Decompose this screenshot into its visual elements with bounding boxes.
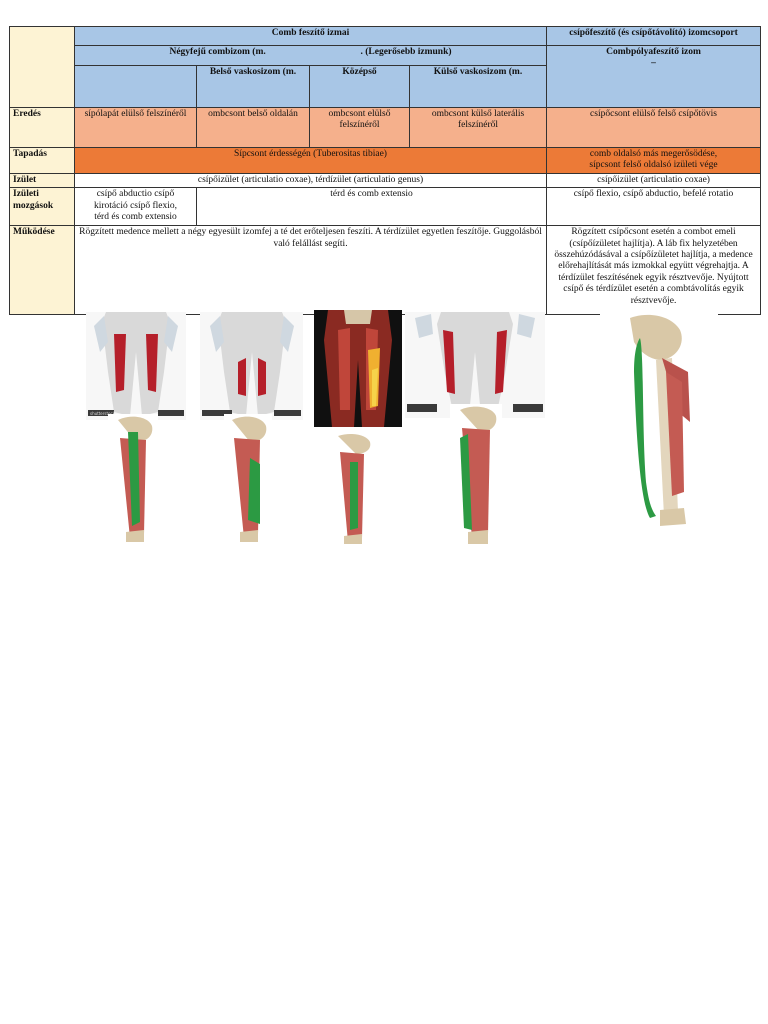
- header-belso-vaskos: Belső vaskosizom (m.: [196, 65, 310, 108]
- function-quadriceps: Rögzített medence mellett a négy egyesül…: [73, 225, 548, 316]
- row-label-tapadas: Tapadás: [9, 147, 75, 174]
- row-label-mozgasok-line2: mozgások: [13, 200, 54, 211]
- rectus-femoris-front-figure: shutterstock: [86, 312, 186, 420]
- watermark-text: shutterstock: [90, 411, 116, 416]
- movement-rectus-line1: csípő abductio csípő: [96, 189, 175, 200]
- origin-medialis: ombcsont belső oldalán: [196, 107, 310, 148]
- vastus-intermedius-thigh-figure: [330, 432, 376, 544]
- row-label-mozgasok-line1: Izületi: [13, 189, 39, 200]
- origin-sartorius: csípőcsont elülső felső csípőtövis: [546, 107, 762, 148]
- vastus-lateralis-front-figure: [405, 312, 545, 418]
- row-label-mozgasok: Izületi mozgások: [9, 187, 75, 227]
- header-combpolya-dash: –: [651, 58, 656, 69]
- header-kulso-vaskos: Külső vaskosizom (m.: [408, 65, 548, 108]
- vastus-medialis-thigh-figure: [224, 414, 272, 542]
- rectus-femoris-thigh-figure: [108, 414, 158, 542]
- vastus-lateralis-thigh-figure: [450, 404, 502, 544]
- joint-sartorius: csípőizület (articulatio coxae): [546, 172, 762, 189]
- row-label-mukodese: Működése: [9, 225, 75, 316]
- origin-rectus: sípólapát elülső felszínéről: [74, 107, 197, 148]
- movement-sartorius: csípő flexio, csípő abductio, befelé rot…: [546, 187, 762, 227]
- insertion-sartorius-line2: sípcsont felső oldalsó izületi vége: [589, 160, 718, 171]
- corner-cell: [9, 26, 75, 108]
- header-negyfeju-right: . (Legerősebb izmunk): [360, 47, 452, 57]
- row-label-izulet: Izület: [9, 172, 75, 189]
- row-label-eredes: Eredés: [9, 107, 75, 148]
- header-combpolya-label: Combpólyafeszítő izom: [606, 47, 701, 57]
- movement-rectus-line2: kirotáció csípő flexio,: [93, 200, 178, 211]
- header-kozepso: Középső: [309, 65, 410, 108]
- origin-lateralis: ombcsont külső laterális felszínéről: [408, 107, 548, 148]
- header-combpolya: Combpólyafeszítő izom –: [546, 45, 762, 108]
- insertion-sartorius: comb oldalsó más megerősödése, sípcsont …: [546, 147, 762, 174]
- muscle-table: Comb feszítő izmai csípőfeszítő (és csíp…: [9, 26, 762, 316]
- header-csipofeszito: csípőfeszítő (és csípőtávolító) izomcsop…: [546, 26, 762, 46]
- vastus-intermedius-figure: [314, 310, 402, 427]
- header-negyfeju: Négyfejű combizom (m. . (Legerősebb izmu…: [73, 45, 548, 66]
- movement-vasti: térd és comb extensio: [195, 187, 548, 227]
- movement-rectus: csípő abductio csípő kirotáció csípő fle…: [74, 187, 197, 227]
- function-sartorius: Rögzített csípőcsont esetén a combot eme…: [546, 225, 762, 316]
- insertion-sartorius-line1: comb oldalsó más megerősödése,: [589, 149, 718, 159]
- joint-quadriceps: csípőizület (articulatio coxae), térdízü…: [73, 172, 548, 189]
- sartorius-figure: [600, 312, 718, 528]
- header-negyfeju-left: Négyfejű combizom (m.: [169, 47, 266, 57]
- vastus-medialis-front-figure: [200, 312, 303, 420]
- header-rectus: [74, 65, 197, 108]
- movement-rectus-line3: térd és comb extensio: [94, 211, 177, 222]
